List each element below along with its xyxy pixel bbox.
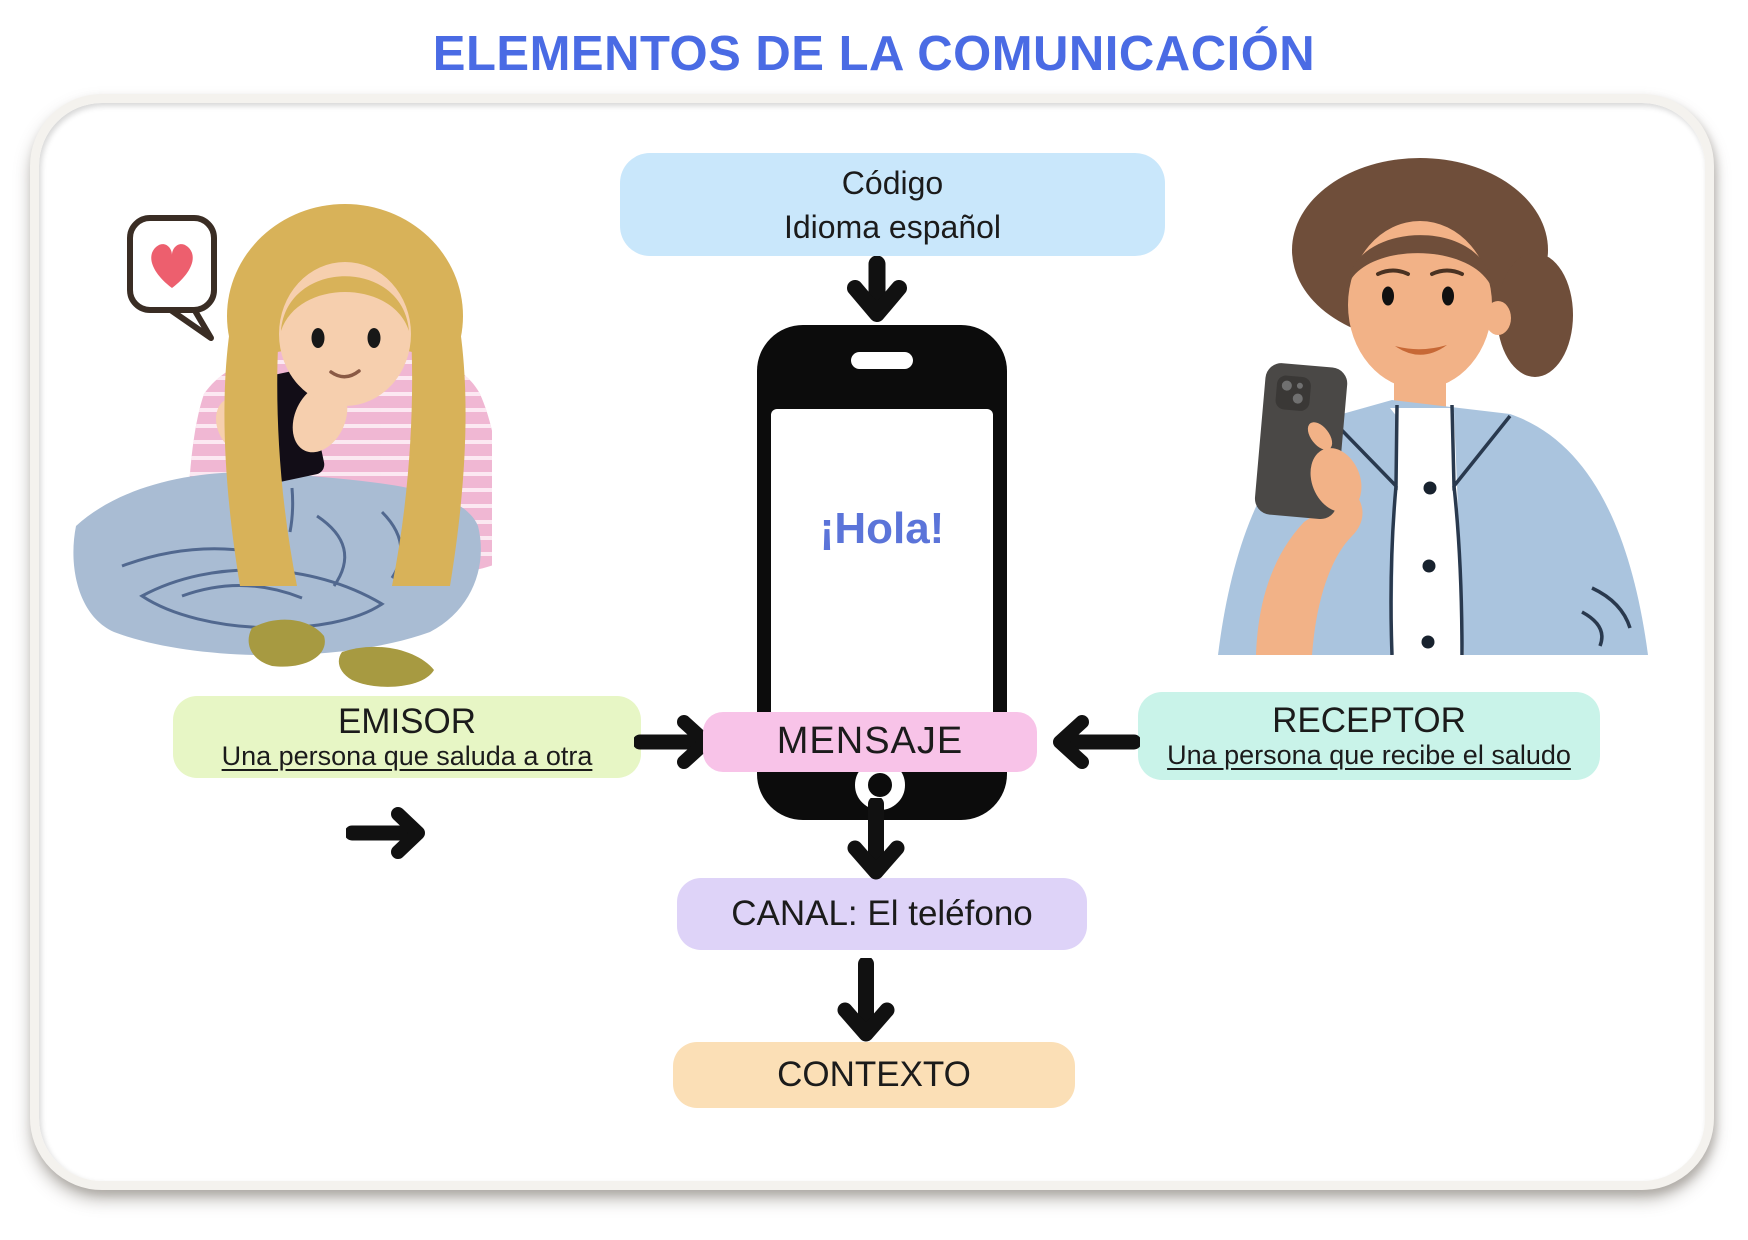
heart-icon [151, 244, 193, 288]
woman-figure [73, 204, 492, 687]
contexto-box: CONTEXTO [673, 1042, 1075, 1108]
arrow-canal-to-contexto [837, 958, 895, 1042]
man-figure [1218, 158, 1648, 655]
page-title: ELEMENTOS DE LA COMUNICACIÓN [432, 27, 1316, 81]
canal-label: CANAL: El teléfono [731, 893, 1033, 933]
receptor-box: RECEPTOR Una persona que recibe el salud… [1138, 692, 1600, 780]
codigo-box: Código Idioma español [620, 153, 1165, 256]
arrow-phone-to-canal [847, 798, 905, 880]
emisor-person-illustration [73, 204, 492, 687]
receptor-person-illustration [1218, 158, 1648, 655]
canal-box: CANAL: El teléfono [677, 878, 1087, 950]
receptor-description: Una persona que recibe el saludo [1167, 740, 1571, 771]
receptor-label: RECEPTOR [1272, 701, 1466, 741]
mensaje-box: MENSAJE [703, 712, 1037, 772]
codigo-line2: Idioma español [783, 208, 1002, 245]
codigo-line1: Código [841, 164, 944, 201]
emisor-description: Una persona que saluda a otra [221, 741, 593, 772]
arrow-codigo-to-phone [847, 256, 907, 322]
arrow-receptor-to-mensaje [1053, 715, 1140, 769]
speech-bubble [127, 215, 217, 341]
phone-screen: ¡Hola! [771, 409, 993, 771]
phone-message-text: ¡Hola! [819, 504, 945, 553]
phone-speaker [851, 352, 913, 369]
emisor-label: EMISOR [337, 702, 477, 742]
arrow-emisor-small [346, 807, 425, 859]
emisor-box: EMISOR Una persona que saluda a otra [173, 696, 641, 778]
mensaje-label: MENSAJE [776, 720, 964, 763]
contexto-label: CONTEXTO [777, 1054, 971, 1094]
